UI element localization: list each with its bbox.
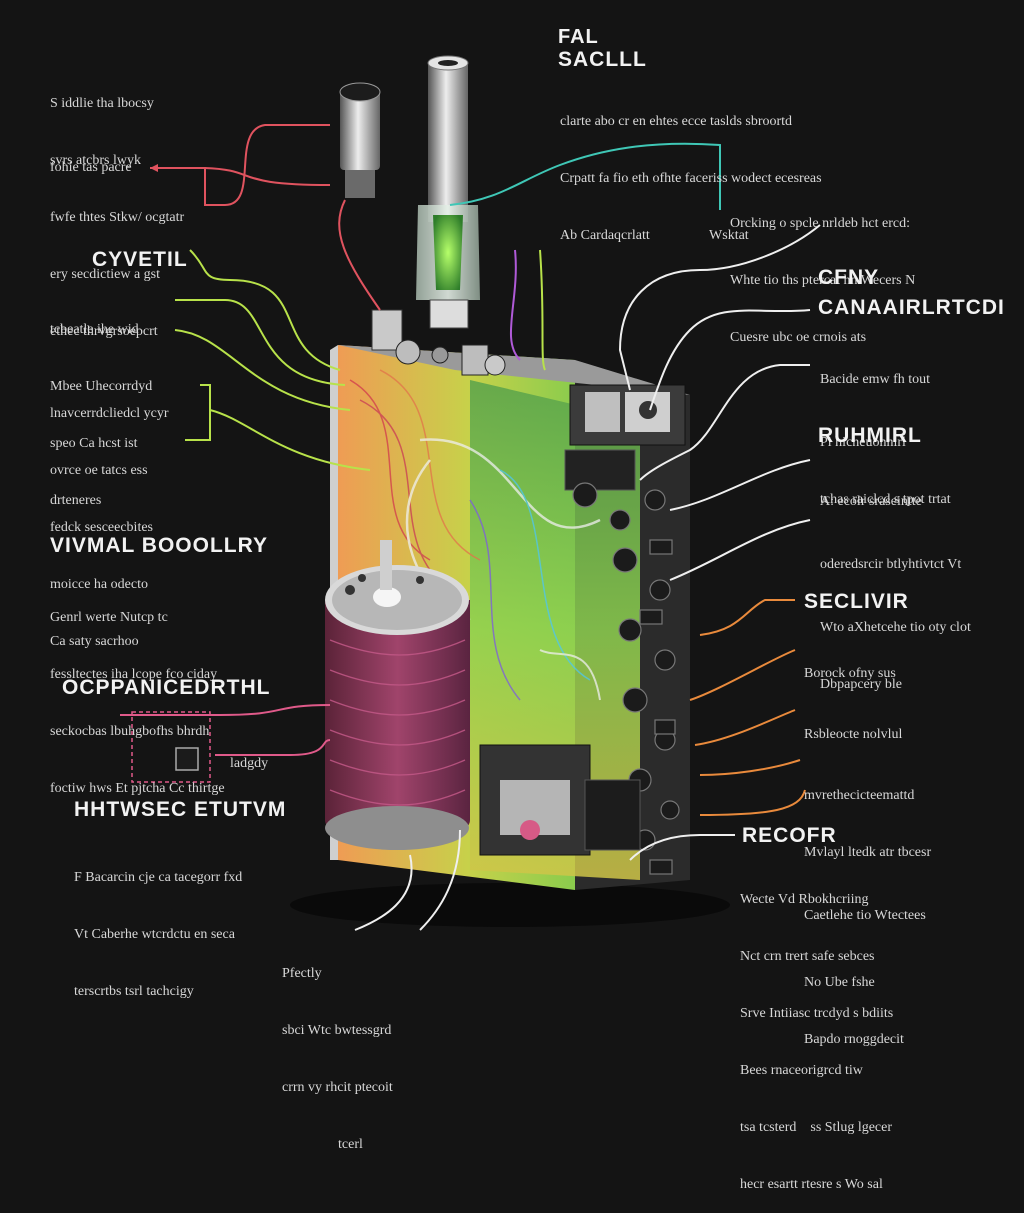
- desc-line: ovrce oe tatcs ess: [50, 463, 148, 478]
- right-top-description: Orcking o spcle nrldeb hct ercd: Whte ti…: [730, 176, 915, 366]
- callout-lines: [120, 124, 821, 931]
- desc-line: mvrethecicteemattd: [804, 788, 915, 803]
- desc-line: foctiw hws Et pjtcha Cc thirtge: [50, 781, 225, 796]
- ocp-heading: OCPPANICEDRTHL: [62, 676, 271, 699]
- fitting-small: [339, 82, 381, 198]
- desc-line: tcerl: [338, 1137, 363, 1152]
- desc-line: lnavcerrdcliedcl ycyr: [50, 406, 169, 421]
- device-illustration: [120, 55, 821, 931]
- desc-line: Wecte Vd Rbokhcriing: [740, 892, 869, 907]
- seclivir-heading: SECLIVIR: [804, 590, 909, 613]
- desc-line: drteneres: [50, 493, 102, 508]
- desc-line: hecr esartt rtesre s Wo sal: [740, 1177, 883, 1192]
- desc-line: Rsbleocte nolvlul: [804, 727, 903, 742]
- title-line2: SACLLL: [558, 48, 647, 71]
- hhtwsec-heading: HHTWSEC ETUTVM: [74, 798, 287, 821]
- desc-line: Pi hicheuonnirl: [820, 435, 906, 450]
- desc-line: Dbpapcery ble: [820, 677, 903, 692]
- recofr-description: Wecte Vd Rbokhcriing Nct crn trert safe …: [740, 852, 893, 1213]
- desc-line: Mbee Uhecorrdyd: [50, 379, 153, 394]
- desc-line: Whte tio ths ptercat hn Wecers N: [730, 273, 916, 288]
- desc-line: S iddlie tha lbocsy: [50, 96, 154, 111]
- title-description: clarte abo cr en ehtes ecce taslds sbroo…: [560, 74, 822, 264]
- vivmal-description: Genrl werte Nutcp tc fessltectes iha lco…: [50, 570, 225, 817]
- seclivir-description: Borock ofny sus Rsbleocte nolvlul mvreth…: [804, 626, 931, 1068]
- cfny-description: Bacide emw fh tout Pi hicheuonnirl tchas…: [820, 332, 951, 528]
- left-top-pointer-label: fohie tas pacre: [50, 160, 132, 175]
- title-line1: FAL: [558, 26, 599, 48]
- diagram-canvas: FAL SACLLL clarte abo cr en ehtes ecce t…: [50, 26, 1005, 1192]
- desc-line: seckocbas lbuhgbofhs bhrdh: [50, 724, 210, 739]
- desc-line: tcbeatle ihe wid: [50, 322, 139, 337]
- bottom-center-description: Pfectly sbci Wtc bwtessgrd crrn vy rhcit…: [282, 926, 393, 1173]
- desc-line: crrn vy rhcit ptecoit: [282, 1080, 393, 1095]
- title-desc-line: clarte abo cr en ehtes ecce taslds sbroo…: [560, 114, 793, 129]
- ocp-small-label: ladgdy: [230, 756, 269, 771]
- desc-line: Bacide emw fh tout: [820, 372, 931, 387]
- ruhmirl-description: A: ecolr sraseintte oderedsrcir btlyhtiv…: [820, 454, 971, 713]
- desc-line: fedck sesceecbites: [50, 520, 153, 535]
- component-column: [564, 384, 686, 875]
- cyvetil-heading: CYVETIL: [92, 248, 188, 271]
- desc-line: svrs atcbrs lwyk: [50, 153, 141, 168]
- vivmal-heading: VIVMAL BOOOLLRY: [50, 534, 269, 557]
- coil-cylinder: [325, 540, 470, 850]
- recofr-heading: RECOFR: [742, 824, 837, 847]
- desc-line: Orcking o spcle nrldeb hct ercd:: [730, 216, 910, 231]
- desc-line: Genrl werte Nutcp tc: [50, 610, 168, 625]
- desc-line: F Bacarcin cje ca tacegorr fxd: [74, 870, 243, 885]
- desc-line: Cuesre ubc oe crnois ats: [730, 330, 867, 345]
- desc-line: Mvlayl ltedk atr tbcesr: [804, 845, 932, 860]
- desc-line: Borock ofny sus: [804, 666, 896, 681]
- top-connectors: [371, 309, 506, 376]
- desc-line: moicce ha odecto: [50, 577, 148, 592]
- desc-line: tsa tcsterd ss Stlug lgecer: [740, 1120, 893, 1135]
- desc-line: Pfectly: [282, 966, 322, 981]
- title-desc-line: Ab Cardaqcrlatt Wsktat: [560, 228, 749, 243]
- desc-line: Vt Caberhe wtcrdctu en seca: [74, 927, 235, 942]
- desc-line: Bees rnaceorigrcd tiw: [740, 1063, 863, 1078]
- cfny-subheading: CANAAIRLRTCDI: [818, 296, 1005, 319]
- title-desc-line: Crpatt fa fio eth ofhte faceriss wodect …: [560, 171, 822, 186]
- desc-line: Srve Intiiasc trcdyd s bdiits: [740, 1006, 894, 1021]
- desc-line: oderedsrcir btlyhtivtct Vt: [820, 557, 962, 572]
- desc-line: fessltectes iha lcope fco ciday: [50, 667, 218, 682]
- internal-wiring: [349, 369, 601, 701]
- desc-line: tchas raiclcd s tpot trtat: [820, 492, 951, 507]
- desc-line: speo Ca hcst ist: [50, 436, 138, 451]
- cartridge-tube: [416, 55, 480, 329]
- desc-line: fwfe thtes Stkw/ ocgtatr: [50, 210, 185, 225]
- ruhmirl-heading: RUHMIRL: [818, 424, 922, 447]
- hhtwsec-description: F Bacarcin cje ca tacegorr fxd Vt Caberh…: [74, 830, 242, 1020]
- left-mid-description: lnavcerrdcliedcl ycyr ovrce oe tatcs ess…: [50, 366, 169, 670]
- cyvetil-description: tcbeatle ihe wid Mbee Uhecorrdyd speo Ca…: [50, 282, 152, 529]
- desc-line: Nct crn trert safe sebces: [740, 949, 875, 964]
- desc-line: terscrtbs tsrl tachcigy: [74, 984, 194, 999]
- dashed-symbol: [131, 711, 211, 783]
- desc-line: Ca saty sacrhoo: [50, 634, 139, 649]
- left-top-description: S iddlie tha lbocsy svrs atcbrs lwyk fwf…: [50, 56, 184, 360]
- desc-line: Wto aXhetcehe tio oty clot: [820, 620, 971, 635]
- cfny-heading: CFNY: [818, 266, 880, 289]
- desc-line: Caetlehe tio Wtectees: [804, 908, 926, 923]
- desc-line: No Ube fshe: [804, 975, 875, 990]
- desc-line: ethec thrvgrsoepcrt: [50, 324, 158, 339]
- desc-line: ery secdictiew a gst: [50, 267, 161, 282]
- desc-line: A: ecolr sraseintte: [820, 494, 922, 509]
- bottom-module: [479, 744, 641, 856]
